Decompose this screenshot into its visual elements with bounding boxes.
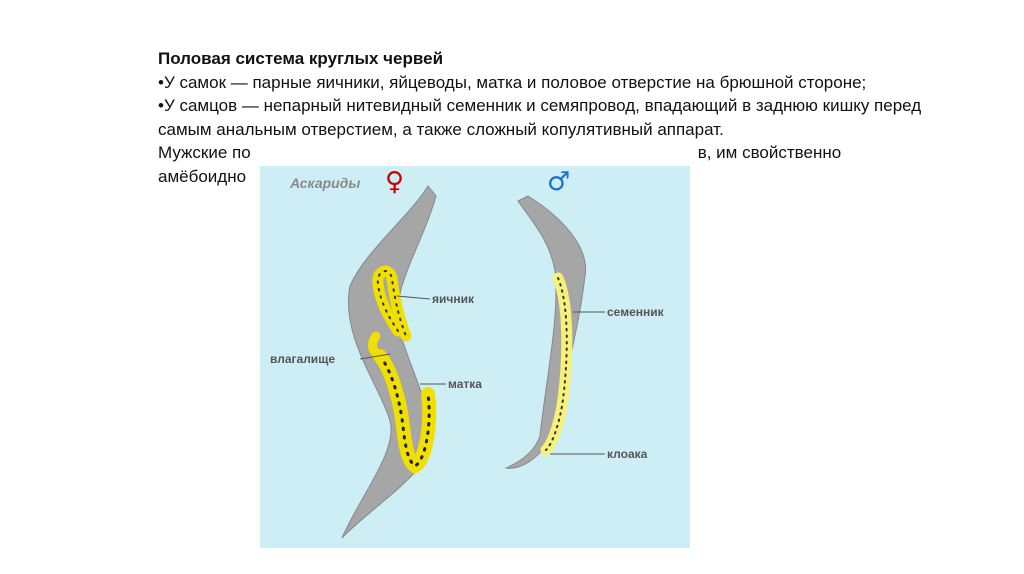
label-uterus: матка	[448, 377, 482, 391]
figure-title: Аскариды	[289, 175, 360, 191]
female-symbol-icon: ♀	[385, 167, 404, 197]
ascaris-diagram: Аскариды ♀ ♂ яичник влагалище матка семе…	[260, 166, 690, 548]
ascaris-figure: Аскариды ♀ ♂ яичник влагалище матка семе…	[260, 166, 690, 548]
partial-line-1-start: Мужские по	[158, 143, 251, 162]
label-testis: семенник	[607, 305, 665, 319]
label-vagina: влагалище	[270, 352, 335, 366]
partial-line-1: Мужские по в, им свойственно	[158, 141, 958, 165]
slide-title: Половая система круглых червей	[158, 47, 958, 71]
label-cloaca: клоака	[607, 447, 648, 461]
label-ovary: яичник	[432, 292, 475, 306]
male-description: •У самцов — непарный нитевидный семенник…	[158, 94, 958, 141]
partial-line-1-end: в, им свойственно	[698, 143, 842, 162]
female-description: •У самок — парные яичники, яйцеводы, мат…	[158, 71, 958, 95]
male-symbol-icon: ♂	[547, 167, 570, 197]
